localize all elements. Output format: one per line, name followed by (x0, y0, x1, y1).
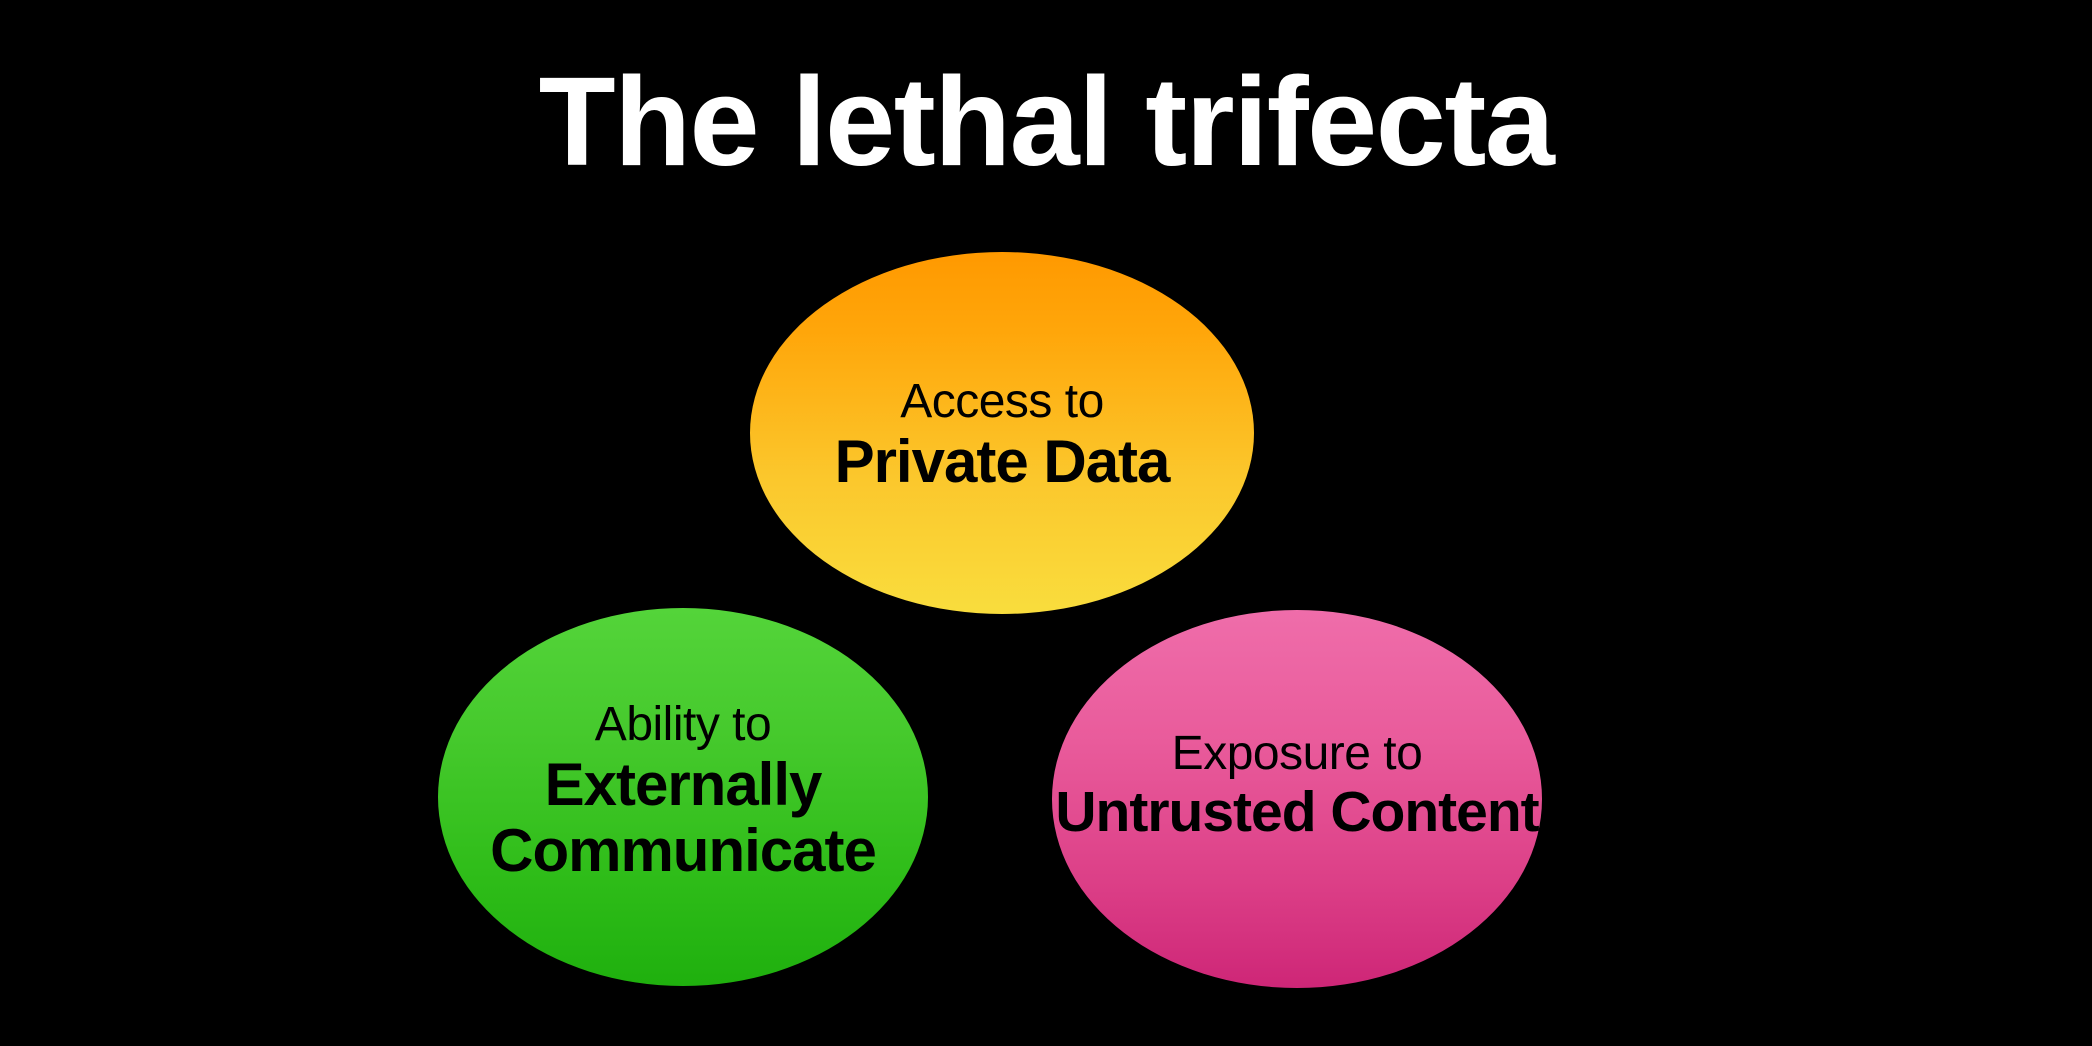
trifecta-node-untrusted-content[interactable]: Exposure to Untrusted Content (1052, 610, 1542, 988)
node-untrusted-content-line-main: Untrusted Content (1055, 779, 1539, 844)
node-private-data-line-head: Access to (900, 375, 1104, 429)
trifecta-node-private-data[interactable]: Access to Private Data (750, 252, 1254, 614)
node-text-stack: Exposure to Untrusted Content (1055, 726, 1539, 844)
node-untrusted-content-line-head: Exposure to (1171, 726, 1423, 780)
node-externally-communicate-line-head: Ability to (594, 698, 772, 752)
node-text-stack: Access to Private Data (834, 375, 1171, 495)
node-externally-communicate-line-main: Externally (544, 750, 823, 818)
page-title: The lethal trifecta (538, 51, 1555, 192)
node-text-stack: Ability to Externally Communicate (490, 698, 877, 884)
node-externally-communicate-line-main2: Communicate (490, 816, 877, 884)
node-private-data-line-main: Private Data (834, 427, 1171, 495)
trifecta-node-externally-communicate[interactable]: Ability to Externally Communicate (438, 608, 928, 986)
